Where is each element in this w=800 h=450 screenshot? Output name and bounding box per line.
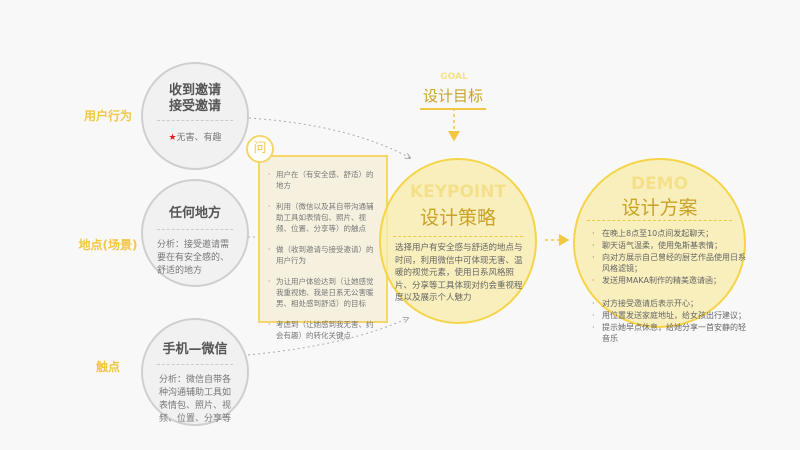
demo-item: 提示她早点休息，给她分享一首安静的轻音乐	[592, 322, 752, 344]
keypoint-en: KEYPOINT	[409, 182, 507, 202]
star-icon: ★	[168, 133, 177, 143]
demo-item: 在晚上8点至10点间发起聊天；	[592, 228, 752, 239]
demo-item: 向对方展示自己曾经的厨艺作品使用日系风格滤镜；	[592, 252, 752, 274]
question-item: 考虑到（让她感到我无害、约会有趣）的转化关键点	[268, 319, 380, 341]
question-item: 为让用户体验达到（让她感觉我重视她、我是日系无公害暖男、相处感到舒适）的目标	[268, 276, 380, 309]
row-label-behavior: 用户行为	[83, 109, 132, 123]
demo-en: DEMO	[630, 174, 689, 194]
demo-item: 聊天语气温柔，使用兔斯基表情；	[592, 240, 752, 251]
touchpoint-note: 分析：微信自带各种沟通辅助工具如表情包、照片、视频、位置、分享等	[159, 375, 232, 424]
demo-item: 对方接受邀请后表示开心；	[592, 298, 752, 309]
demo-title: 设计方案	[621, 197, 698, 219]
demo-item: 用位置发送家庭地址，给女孩出行建议；	[592, 310, 752, 321]
behavior-note: 无害、有趣	[176, 133, 222, 143]
goal-en: GOAL	[440, 72, 468, 82]
connector-behavior	[248, 117, 410, 158]
behavior-circle: 收到邀请 接受邀请 ★无害、有趣	[141, 62, 249, 170]
place-note: 分析：接受邀请需要在有安全感的、舒适的地方	[157, 240, 230, 276]
question-item: 做（收到邀请与接受邀请）的用户行为	[268, 244, 380, 266]
keypoint-title: 设计策略	[419, 207, 496, 229]
row-label-place: 地点(场景)	[78, 238, 138, 252]
behavior-title: 收到邀请 接受邀请	[168, 83, 221, 114]
question-box: 用户在（有安全感、舒适）的地方 利用（微信以及其自带沟通辅助工具如表情包、照片、…	[258, 155, 388, 340]
touchpoint-title: 手机—微信	[162, 342, 228, 357]
question-badge: 问	[246, 135, 274, 163]
row-label-touchpoint: 触点	[95, 360, 120, 374]
place-circle: 任何地方 分析：接受邀请需要在有安全感的、舒适的地方	[141, 179, 249, 287]
question-item: 用户在（有安全感、舒适）的地方	[268, 169, 380, 191]
demo-item: 发送用MAKA制作的精美邀请函；	[592, 275, 752, 286]
touchpoint-circle: 手机—微信 分析：微信自带各种沟通辅助工具如表情包、照片、视频、位置、分享等	[141, 318, 249, 426]
question-item: 利用（微信以及其自带沟通辅助工具如表情包、照片、视频、位置、分享等）的触点	[268, 201, 380, 234]
place-title: 任何地方	[168, 206, 221, 221]
keypoint-text: 选择用户有安全感与舒适的地点与时间，利用微信中可体现无害、温暖的视觉元素，使用日…	[395, 243, 523, 303]
goal-title: 设计目标	[420, 85, 486, 110]
keypoint-circle: KEYPOINT 设计策略 选择用户有安全感与舒适的地点与时间，利用微信中可体现…	[379, 158, 537, 324]
demo-list: 在晚上8点至10点间发起聊天； 聊天语气温柔，使用兔斯基表情； 向对方展示自己曾…	[592, 228, 752, 345]
